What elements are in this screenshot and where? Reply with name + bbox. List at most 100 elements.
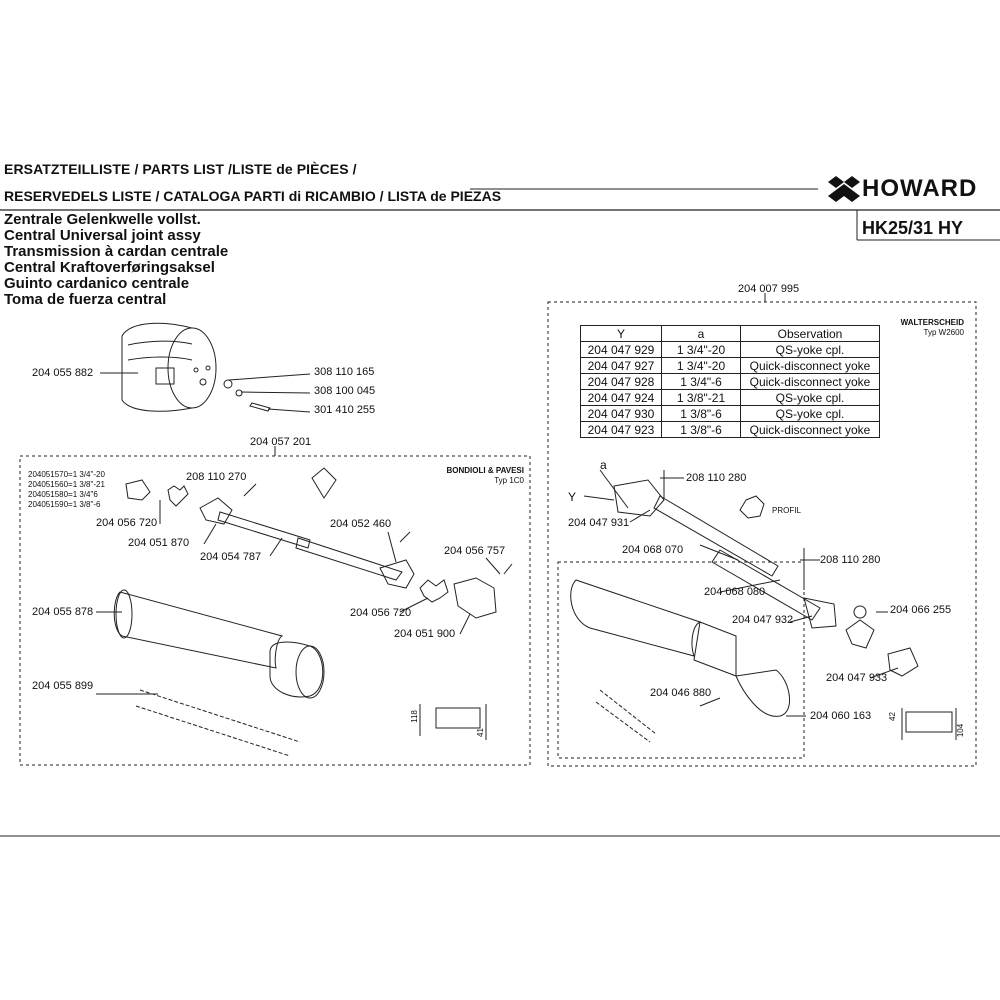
right-inner-box [557, 561, 805, 759]
part-label-p1: 308 110 165 [314, 366, 375, 378]
part-label-yoke: 204 047 931 [568, 517, 630, 529]
table-header-observation: Observation [740, 325, 880, 342]
table-row: 204 047 924 1 3/8"-21 QS-yoke cpl. [580, 389, 880, 406]
left-brand-type: Typ 1C0 [494, 476, 524, 485]
table-cell: 204 047 929 [580, 341, 662, 358]
part-label-yoke-b: 204 051 870 [128, 537, 190, 549]
table-cell: QS-yoke cpl. [740, 389, 880, 406]
table-header-a: a [661, 325, 741, 342]
left-chain-drawing [135, 689, 301, 757]
right-cross-drawing [845, 605, 957, 740]
left-dim-width: 41 [475, 728, 485, 737]
part-label-tube-inner-right: 204 068 080 [704, 586, 766, 598]
axis-a-label: a [600, 458, 607, 472]
table-cell: 1 3/4"-20 [661, 341, 741, 358]
table-cell: 1 3/8"-6 [661, 421, 741, 438]
table-row: 204 047 928 1 3/4"-6 Quick-disconnect yo… [580, 373, 880, 390]
profil-label: PROFIL [772, 506, 801, 515]
table-cell: 204 047 923 [580, 421, 662, 438]
table-cell: QS-yoke cpl. [740, 341, 880, 358]
brand-name: HOWARD [862, 175, 978, 202]
part-label-yoke-c: 204 056 720 [350, 607, 412, 619]
part-label-tube-inner: 204 052 460 [330, 518, 392, 530]
table-header-y: Y [580, 325, 662, 342]
table-cell: Quick-disconnect yoke [740, 357, 880, 374]
part-label-chain: 204 055 899 [32, 680, 94, 692]
yoke-observation-table: Y a Observation 204 047 929 1 3/4"-20 QS… [580, 325, 880, 438]
header-line-2: RESERVEDELS LISTE / CATALOGA PARTI di RI… [4, 188, 502, 204]
part-label-p2: 308 100 045 [314, 385, 376, 397]
left-brand-name: BONDIOLI & PAVESI [446, 466, 525, 475]
part-label-pin-bottom: 208 110 280 [820, 554, 881, 566]
table-cell: 204 047 930 [580, 405, 662, 422]
part-label-cross: 204 066 255 [890, 604, 952, 616]
part-label-pin-top: 208 110 280 [686, 472, 747, 484]
part-label-cover: 204 055 882 [32, 367, 94, 379]
title-fr: Transmission à cardan centrale [4, 243, 229, 260]
table-cell: 204 047 927 [580, 357, 662, 374]
right-guard-drawing [570, 579, 791, 717]
left-assembly-label: 204 057 201 [250, 436, 312, 448]
title-es: Toma de fuerza central [4, 291, 167, 308]
left-shaft-drawing [125, 467, 513, 619]
part-label-pin: 208 110 270 [186, 471, 247, 483]
table-cell: Quick-disconnect yoke [740, 373, 880, 390]
shaft-cover-drawing [121, 322, 217, 412]
left-dim-height: 118 [409, 710, 419, 723]
variant-item: 204051560=1 3/8"-21 [28, 480, 105, 489]
left-cross-dimension [419, 704, 487, 740]
table-row: 204 047 929 1 3/4"-20 QS-yoke cpl. [580, 341, 880, 358]
right-brand-name: WALTERSCHEID [900, 318, 964, 327]
right-brand: WALTERSCHEID Typ W2600 [856, 318, 964, 338]
brand-logo: HOWARD [826, 174, 977, 204]
right-dim-width: 42 [887, 712, 897, 721]
part-label-tube: 204 068 070 [622, 544, 684, 556]
left-brand: BONDIOLI & PAVESI Typ 1C0 [420, 466, 525, 486]
title-it: Guinto cardanico centrale [4, 275, 190, 292]
left-guard-drawing [113, 589, 325, 699]
table-row: 204 047 927 1 3/4"-20 Quick-disconnect y… [580, 357, 880, 374]
table-cell: 204 047 928 [580, 373, 662, 390]
part-label-yoke-d: 204 051 900 [394, 628, 456, 640]
right-group-box [547, 301, 977, 767]
table-cell: 1 3/8"-21 [661, 389, 741, 406]
left-variant-list: 204051570=1 3/4"-20 204051560=1 3/8"-21 … [28, 470, 105, 510]
variant-item: 204051580=1 3/4"6 [28, 490, 98, 499]
title-en: Central Universal joint assy [4, 227, 201, 244]
right-shaft-drawing [583, 469, 837, 629]
header-line-1: ERSATZTEILLISTE / PARTS LIST /LISTE de P… [4, 161, 357, 177]
part-label-guard: 204 055 878 [32, 606, 94, 618]
part-label-p3: 301 410 255 [314, 404, 376, 416]
model-number: HK25/31 HY [862, 218, 964, 238]
table-cell: QS-yoke cpl. [740, 405, 880, 422]
title-no: Central Kraftoverføringsaksel [4, 259, 215, 276]
right-assembly-label: 204 007 995 [738, 283, 800, 295]
part-label-yoke-a: 204 056 720 [96, 517, 158, 529]
part-label-chain-right: 204 046 880 [650, 687, 712, 699]
table-cell: 1 3/4"-6 [661, 373, 741, 390]
table-cell: 1 3/4"-20 [661, 357, 741, 374]
part-titles: Zentrale Gelenkwelle vollst. Central Uni… [4, 212, 228, 308]
howard-logo-icon [828, 176, 860, 202]
part-label-bolt: 204 056 757 [444, 545, 506, 557]
right-brand-type: Typ W2600 [923, 328, 964, 337]
right-dim-height: 104 [956, 723, 966, 738]
table-row: 204 047 923 1 3/8"-6 Quick-disconnect yo… [580, 421, 880, 438]
table-row: 204 047 930 1 3/8"-6 QS-yoke cpl. [580, 405, 880, 422]
table-cell: 204 047 924 [580, 389, 662, 406]
part-label-yoke-end: 204 047 932 [732, 614, 794, 626]
table-header-row: Y a Observation [580, 325, 880, 342]
title-de: Zentrale Gelenkwelle vollst. [4, 211, 201, 228]
right-chain-drawing [595, 689, 657, 743]
part-label-guard-right: 204 060 163 [810, 710, 872, 722]
part-label-yoke-end2: 204 047 933 [826, 672, 888, 684]
profil-shape-drawing [739, 495, 765, 519]
axis-y-label: Y [568, 490, 577, 504]
variant-item: 204051570=1 3/4"-20 [28, 470, 105, 479]
part-label-tube-outer: 204 054 787 [200, 551, 262, 563]
washer-bolt-drawing [223, 379, 271, 412]
table-cell: Quick-disconnect yoke [740, 421, 880, 438]
variant-item: 204051590=1 3/8"-6 [28, 500, 101, 509]
table-cell: 1 3/8"-6 [661, 405, 741, 422]
